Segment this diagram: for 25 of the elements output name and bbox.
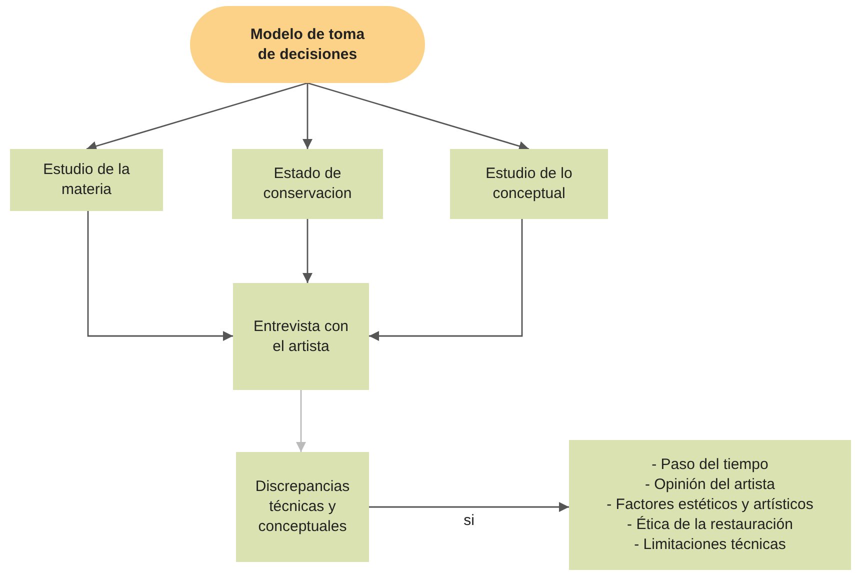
arrow xyxy=(296,390,306,452)
arrow xyxy=(86,82,308,151)
arrow xyxy=(369,502,569,512)
node-text: Estudio de la materia xyxy=(42,160,131,200)
process-box xyxy=(450,149,608,219)
process-box xyxy=(569,440,851,570)
arrow xyxy=(302,83,312,149)
node-text: - Ética de la restauración xyxy=(627,515,793,535)
arrow xyxy=(302,219,312,283)
arrow xyxy=(307,82,530,151)
node-text: - Opinión del artista xyxy=(644,475,776,495)
node-text: Modelo de toma de decisiones xyxy=(249,24,366,64)
node-text: Estado de conservacion xyxy=(262,164,353,204)
process-box xyxy=(10,149,163,211)
node-text: Discrepancias técnicas y conceptuales xyxy=(254,477,351,537)
node-text: - Limitaciones técnicas xyxy=(634,535,786,555)
process-box xyxy=(233,283,369,390)
arrow xyxy=(369,219,523,341)
node-text: Entrevista con el artista xyxy=(252,316,350,356)
node-text: - Factores estéticos y artísticos xyxy=(606,495,814,515)
node-text: Estudio de lo conceptual xyxy=(484,164,574,204)
process-box xyxy=(236,452,369,562)
node-text: - Paso del tiempo xyxy=(652,455,768,475)
arrow xyxy=(87,211,233,341)
process-box xyxy=(232,149,383,219)
